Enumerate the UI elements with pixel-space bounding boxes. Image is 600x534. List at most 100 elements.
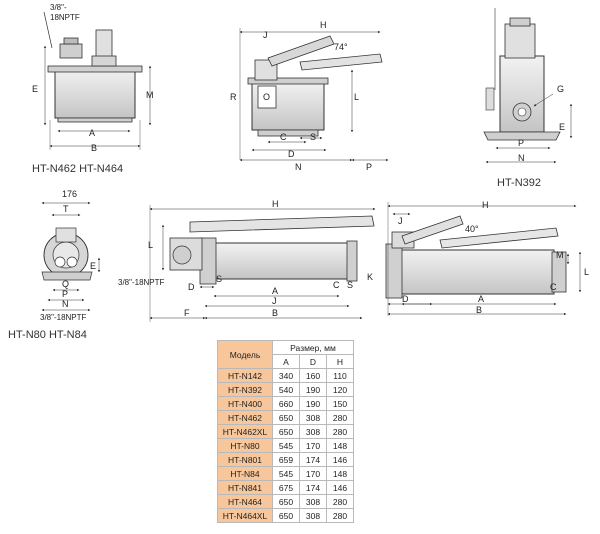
port-label-top: 3/8"-	[50, 3, 67, 12]
value-cell: 659	[272, 452, 300, 467]
svg-text:S: S	[347, 280, 353, 290]
svg-text:H: H	[272, 199, 279, 209]
value-cell: 545	[272, 466, 300, 481]
value-cell: 174	[299, 480, 327, 495]
model-cell: HT-N462XL	[217, 424, 273, 439]
value-cell: 190	[299, 382, 327, 397]
svg-text:C: C	[280, 132, 287, 142]
svg-text:L: L	[148, 240, 153, 250]
svg-text:C: C	[333, 280, 340, 290]
model-cell: HT-N80	[217, 438, 273, 453]
value-cell: 170	[299, 438, 327, 453]
svg-text:E: E	[32, 84, 38, 94]
svg-text:J: J	[398, 216, 403, 226]
model-cell: HT-N142	[217, 368, 273, 383]
value-cell: 540	[272, 382, 300, 397]
value-cell: 150	[326, 396, 354, 411]
drawing-side-n142: H J L M C D A B 40°	[385, 200, 589, 316]
svg-text:M: M	[146, 90, 154, 100]
value-cell: 120	[326, 382, 354, 397]
value-cell: 650	[272, 508, 300, 523]
svg-text:F: F	[184, 308, 190, 318]
value-cell: 308	[299, 494, 327, 509]
svg-text:A: A	[89, 128, 95, 138]
svg-text:K: K	[367, 272, 373, 282]
svg-text:A: A	[478, 294, 484, 304]
dim-176-label: 176	[62, 189, 77, 199]
value-cell: 160	[299, 368, 327, 383]
table-header-model: Модель	[217, 340, 273, 369]
table-header-col-h: H	[326, 354, 354, 369]
value-cell: 308	[299, 424, 327, 439]
caption-ht-n462-n464: HT-N462 HT-N464	[32, 163, 123, 175]
value-cell: 280	[326, 424, 354, 439]
value-cell: 148	[326, 438, 354, 453]
svg-text:A: A	[272, 286, 278, 296]
drawing-front-n462: E M A B	[32, 11, 154, 153]
svg-text:B: B	[91, 143, 97, 153]
svg-text:D: D	[288, 149, 295, 159]
value-cell: 280	[326, 494, 354, 509]
value-cell: 650	[272, 410, 300, 425]
value-cell: 280	[326, 410, 354, 425]
port-label-mid: 3/8"-18NPTF	[118, 278, 165, 287]
svg-text:C: C	[550, 282, 557, 292]
svg-text:T: T	[63, 204, 69, 214]
svg-text:N: N	[295, 162, 302, 172]
svg-text:P: P	[518, 138, 524, 148]
caption-ht-n392: HT-N392	[497, 177, 541, 189]
value-cell: 146	[326, 452, 354, 467]
svg-text:N: N	[518, 153, 525, 163]
svg-text:P: P	[62, 289, 68, 299]
svg-text:L: L	[584, 267, 589, 277]
svg-text:J: J	[272, 296, 277, 306]
model-cell: HT-N801	[217, 452, 273, 467]
svg-text:H: H	[482, 200, 489, 210]
value-cell: 148	[326, 466, 354, 481]
model-cell: HT-N84	[217, 466, 273, 481]
model-cell: HT-N464XL	[217, 508, 273, 523]
angle-label-74: 74°	[334, 42, 348, 52]
value-cell: 170	[299, 466, 327, 481]
svg-text:H: H	[320, 20, 327, 30]
value-cell: 545	[272, 438, 300, 453]
svg-text:P: P	[366, 162, 372, 172]
svg-text:S: S	[310, 132, 316, 142]
svg-text:D: D	[402, 294, 409, 304]
table-header-col-d: D	[299, 354, 327, 369]
drawing-end-n80: 176 T E Q P N 3/8"-18NPTF	[40, 189, 101, 322]
svg-text:N: N	[62, 299, 69, 309]
table-header-title: Размер, мм	[272, 340, 354, 355]
value-cell: 308	[299, 410, 327, 425]
model-cell: HT-N841	[217, 480, 273, 495]
value-cell: 110	[326, 368, 354, 383]
svg-text:L: L	[354, 92, 359, 102]
svg-text:B: B	[476, 305, 482, 315]
svg-text:Q: Q	[62, 279, 69, 289]
value-cell: 340	[272, 368, 300, 383]
svg-text:O: O	[263, 92, 270, 102]
model-cell: HT-N392	[217, 382, 273, 397]
svg-text:E: E	[559, 122, 565, 132]
svg-text:G: G	[557, 84, 564, 94]
svg-text:J: J	[263, 30, 268, 40]
svg-text:M: M	[556, 250, 564, 260]
table-header-col-a: A	[272, 354, 300, 369]
caption-ht-n80-n84: HT-N80 HT-N84	[8, 329, 87, 341]
value-cell: 650	[272, 424, 300, 439]
port-label-top-2: 18NPTF	[50, 13, 80, 22]
svg-text:E: E	[90, 261, 96, 271]
